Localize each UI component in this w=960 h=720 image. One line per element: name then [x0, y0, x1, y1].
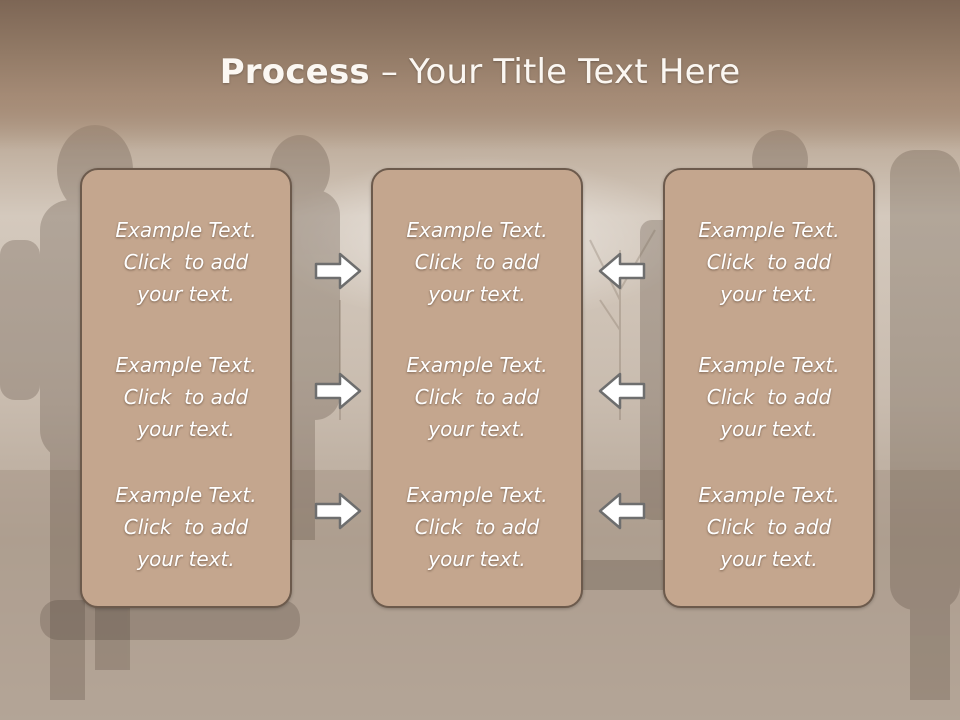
- panel-center[interactable]: Example Text. Click to add your text. Ex…: [371, 168, 583, 608]
- left-arrow-icon[interactable]: [598, 491, 646, 531]
- text-line: Click to add: [123, 250, 249, 274]
- text-line: Click to add: [706, 385, 832, 409]
- text-line: Example Text.: [115, 483, 257, 507]
- text-line: your text.: [720, 547, 818, 571]
- text-line: Example Text.: [698, 218, 840, 242]
- panel-left[interactable]: Example Text. Click to add your text. Ex…: [80, 168, 292, 608]
- slide-title[interactable]: Process – Your Title Text Here: [0, 52, 960, 92]
- text-placeholder[interactable]: Example Text. Click to add your text.: [373, 479, 581, 575]
- text-placeholder[interactable]: Example Text. Click to add your text.: [665, 479, 873, 575]
- text-placeholder[interactable]: Example Text. Click to add your text.: [665, 349, 873, 445]
- text-line: your text.: [720, 417, 818, 441]
- text-line: your text.: [137, 417, 235, 441]
- text-placeholder[interactable]: Example Text. Click to add your text.: [665, 214, 873, 310]
- text-line: Click to add: [414, 515, 540, 539]
- text-placeholder[interactable]: Example Text. Click to add your text.: [82, 479, 290, 575]
- text-line: Example Text.: [698, 353, 840, 377]
- text-line: Click to add: [123, 385, 249, 409]
- title-rest-text: – Your Title Text Here: [369, 52, 741, 92]
- text-line: Click to add: [414, 250, 540, 274]
- text-placeholder[interactable]: Example Text. Click to add your text.: [82, 214, 290, 310]
- text-line: Example Text.: [698, 483, 840, 507]
- title-bold-text: Process: [219, 52, 370, 92]
- right-arrow-icon[interactable]: [314, 491, 362, 531]
- text-line: your text.: [720, 282, 818, 306]
- right-arrow-icon[interactable]: [314, 371, 362, 411]
- title-band: [0, 0, 960, 150]
- text-line: Example Text.: [115, 353, 257, 377]
- text-line: Click to add: [123, 515, 249, 539]
- text-line: Example Text.: [115, 218, 257, 242]
- text-line: Click to add: [706, 515, 832, 539]
- text-line: your text.: [428, 417, 526, 441]
- text-placeholder[interactable]: Example Text. Click to add your text.: [373, 214, 581, 310]
- text-line: your text.: [428, 547, 526, 571]
- text-placeholder[interactable]: Example Text. Click to add your text.: [82, 349, 290, 445]
- text-line: your text.: [137, 282, 235, 306]
- panel-right[interactable]: Example Text. Click to add your text. Ex…: [663, 168, 875, 608]
- text-line: Click to add: [414, 385, 540, 409]
- text-line: your text.: [137, 547, 235, 571]
- text-line: Click to add: [706, 250, 832, 274]
- left-arrow-icon[interactable]: [598, 371, 646, 411]
- text-line: your text.: [428, 282, 526, 306]
- text-line: Example Text.: [406, 353, 548, 377]
- text-line: Example Text.: [406, 218, 548, 242]
- left-arrow-icon[interactable]: [598, 251, 646, 291]
- text-line: Example Text.: [406, 483, 548, 507]
- text-placeholder[interactable]: Example Text. Click to add your text.: [373, 349, 581, 445]
- right-arrow-icon[interactable]: [314, 251, 362, 291]
